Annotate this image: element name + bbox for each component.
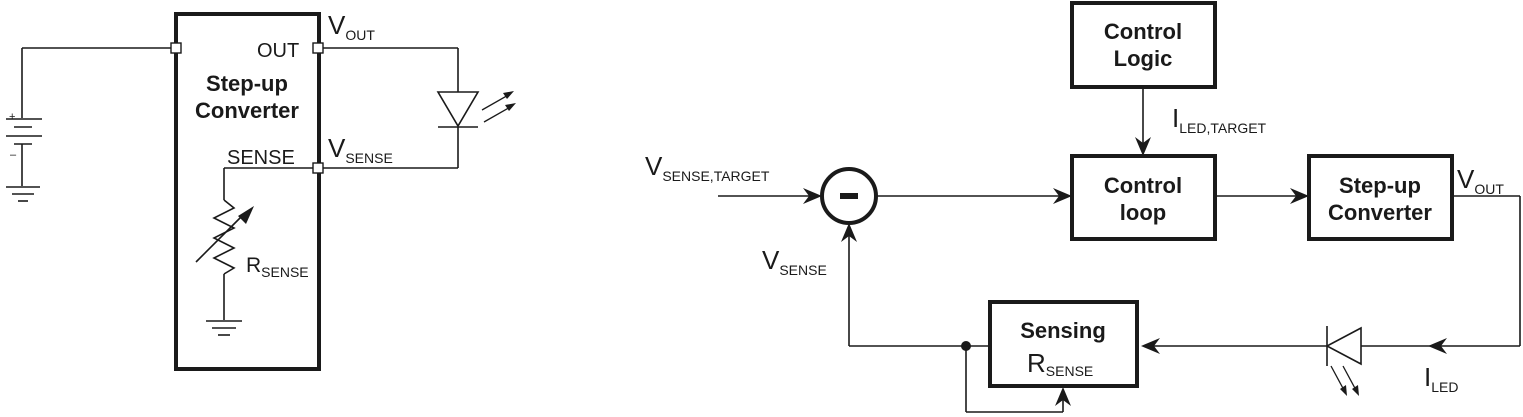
pin-sense-label: SENSE bbox=[227, 147, 295, 169]
ground-icon bbox=[206, 320, 242, 336]
vsense-label: VSENSE bbox=[328, 133, 393, 166]
v-sense-label: VSENSE bbox=[762, 245, 827, 278]
led-icon bbox=[436, 91, 516, 128]
control-logic-line1: Control bbox=[1104, 19, 1182, 44]
minus-icon bbox=[840, 193, 858, 199]
v-sense-target-label: VSENSE,TARGET bbox=[645, 151, 770, 184]
control-logic-line2: Logic bbox=[1114, 46, 1173, 71]
right-block-diagram: Control Logic ILED,TARGET Control loop S… bbox=[645, 1, 1521, 413]
battery-plus-label: + bbox=[9, 111, 15, 123]
left-circuit: + – Step-up Converter OUT SENSE VOUT VSE… bbox=[6, 10, 516, 371]
led-icon bbox=[1325, 326, 1362, 396]
rsense-label: RSENSE bbox=[246, 254, 309, 280]
out-pin bbox=[312, 42, 324, 54]
stepup-line1: Step-up bbox=[1339, 173, 1421, 198]
sensing-label: Sensing bbox=[1020, 318, 1106, 343]
battery-symbol: + – bbox=[6, 47, 176, 186]
block-title-line2: Converter bbox=[195, 98, 299, 123]
stepup-converter-block bbox=[174, 12, 321, 371]
sensing-rsense-label: RSENSE bbox=[1027, 348, 1093, 379]
vout-label: VOUT bbox=[328, 10, 375, 43]
sensing-rsense-block bbox=[988, 300, 1139, 388]
i-led-target-label: ILED,TARGET bbox=[1172, 103, 1267, 136]
stepup-converter-block-right bbox=[1307, 154, 1454, 241]
input-pin bbox=[170, 42, 182, 54]
control-loop-block bbox=[1070, 154, 1217, 241]
control-loop-line2: loop bbox=[1120, 200, 1166, 225]
battery-minus-label: – bbox=[10, 149, 17, 161]
control-logic-block bbox=[1070, 1, 1217, 89]
stepup-line2: Converter bbox=[1328, 200, 1432, 225]
pin-out-label: OUT bbox=[257, 40, 299, 62]
control-loop-line1: Control bbox=[1104, 173, 1182, 198]
block-title-line1: Step-up bbox=[206, 71, 288, 96]
variable-resistor-icon bbox=[195, 199, 254, 275]
ground-icon bbox=[6, 186, 40, 202]
vout-label-right: VOUT bbox=[1457, 164, 1504, 197]
i-led-label: ILED bbox=[1424, 362, 1458, 395]
sense-pin bbox=[312, 162, 324, 174]
